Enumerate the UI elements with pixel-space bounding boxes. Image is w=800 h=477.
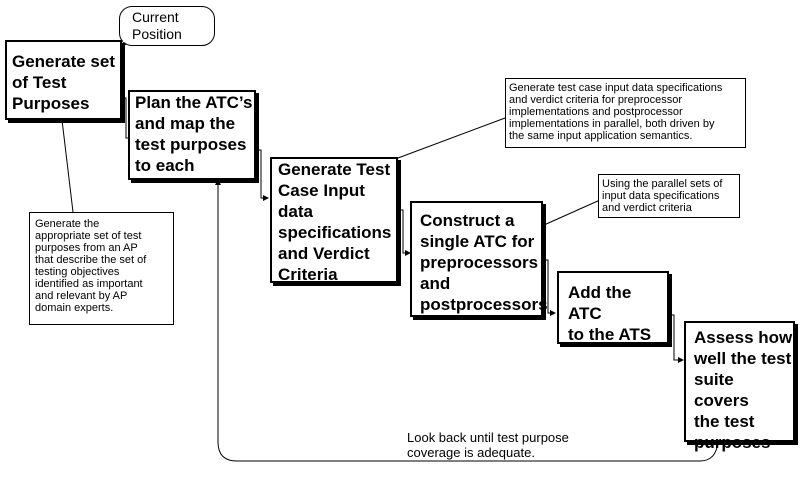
feedback-loop-label: Look back until test purpose coverage is… [406,430,589,460]
step-label: Plan the ATC’s and map the test purposes… [135,93,253,175]
step-label: Assess how well the test suite covers th… [694,328,793,452]
step-label: Add the ATC to the ATS [568,283,652,344]
leader-parallel-note [543,199,601,226]
step-generate-test-case-input: Generate Test Case Input data specificat… [270,157,398,284]
arrow-step2-to-step3 [256,149,269,201]
note-test-purposes: Generate the appropriate set of test pur… [29,212,174,325]
arrow-step5-to-step6 [669,314,684,363]
step-generate-test-purposes: Generate set of Test Purposes [5,40,122,120]
arrow-step4-to-step5 [543,259,556,316]
step-label: Generate Test Case Input data specificat… [278,160,392,284]
leader-specs-note [397,117,506,159]
step-plan-atcs: Plan the ATC’s and map the test purposes… [128,90,256,180]
current-position-callout: Current Position [119,6,215,46]
callout-tail-mask [123,39,136,42]
feedback-loop [215,179,719,462]
step-label: Construct a single ATC for preprocessors… [420,211,548,314]
step-construct-atc: Construct a single ATC for preprocessors… [410,201,548,317]
note-parallel-sets: Using the parallel sets of input data sp… [598,174,740,218]
step-assess-coverage: Assess how well the test suite covers th… [684,321,795,452]
step-label: Generate set of Test Purposes [12,52,115,113]
arrow-step3-to-step4 [398,209,411,256]
note-input-specifications: Generate test case input data specificat… [505,78,746,148]
step-add-atc-to-ats: Add the ATC to the ATS [557,271,669,344]
leader-purposes-note [61,119,74,213]
